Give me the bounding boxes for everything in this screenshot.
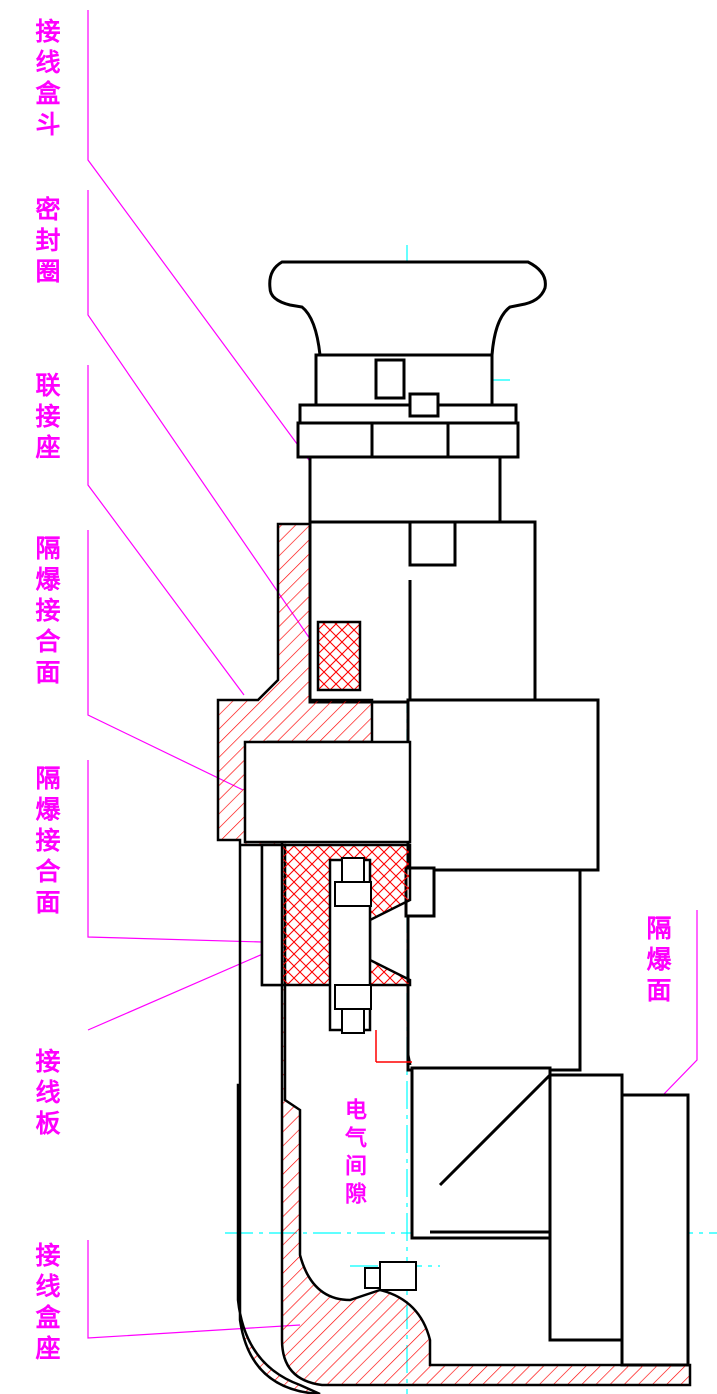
- label-seal-ring: 密封圈: [32, 196, 61, 289]
- label-flameproof-joint-2: 隔爆接合面: [32, 765, 61, 920]
- label-flameproof-joint-1: 隔爆接合面: [32, 535, 61, 690]
- label-connector-seat: 联接座: [32, 372, 61, 465]
- label-junction-base: 接线盒座: [32, 1242, 61, 1366]
- upper-body: [308, 520, 690, 1367]
- leader-lines: [87, 10, 698, 1339]
- cap-knob: [268, 260, 547, 524]
- label-electrical-clearance: 电气间隙: [341, 1098, 366, 1210]
- label-cover: 接线盒斗: [32, 18, 61, 142]
- gap-indicator: [375, 1030, 412, 1063]
- label-terminal-board: 接线板: [32, 1048, 61, 1141]
- bolts: [334, 857, 417, 1291]
- label-flameproof-face: 隔爆面: [643, 915, 672, 1008]
- housing-section: [216, 522, 692, 1394]
- internal-lines: [406, 1054, 552, 1234]
